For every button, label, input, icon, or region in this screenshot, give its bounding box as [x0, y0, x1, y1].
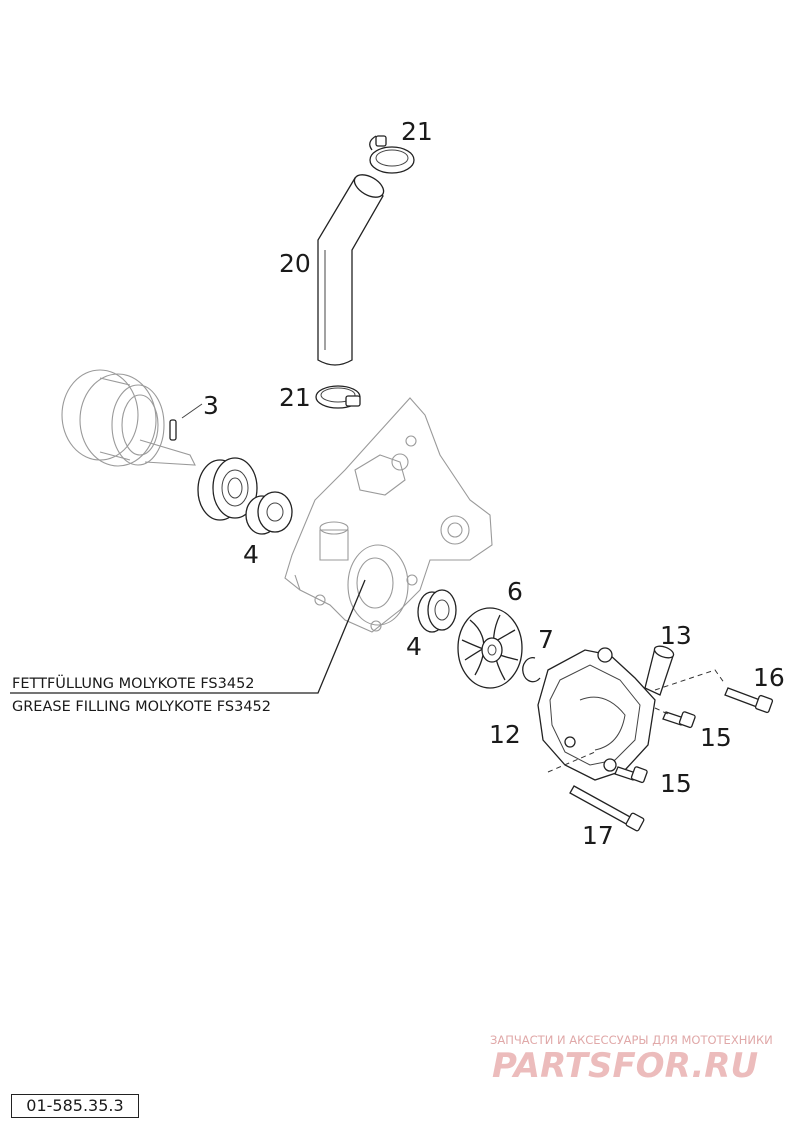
engine-case-outline [284, 397, 493, 633]
callout-20: 20 [279, 249, 311, 278]
watermark-brand: PARTSFOR.RU [492, 1046, 758, 1086]
screw-15-upper [662, 711, 696, 729]
alignment-lines [547, 669, 726, 773]
screw-16 [724, 687, 774, 714]
balancer-gear [61, 369, 196, 467]
callout-4-left: 4 [243, 540, 259, 569]
callout-13: 13 [660, 621, 692, 650]
callout-7: 7 [538, 625, 554, 654]
grease-note-en: GREASE FILLING MOLYKOTE FS3452 [12, 699, 271, 715]
callout-3: 3 [203, 391, 219, 420]
shaft-seal-right [417, 589, 457, 633]
water-pump-cover [537, 645, 675, 781]
shaft-seal-left [245, 491, 293, 535]
drawing-id: 01-585.35.3 [11, 1094, 139, 1118]
hose-clamp-top [369, 135, 415, 174]
watermark-tagline: ЗАПЧАСТИ И АКСЕССУАРЫ ДЛЯ МОТОТЕХНИКИ [490, 1033, 773, 1047]
hose-clamp-bottom [315, 385, 361, 409]
circlip [522, 657, 541, 683]
callout-21-bottom: 21 [279, 383, 311, 412]
callout-4-right: 4 [406, 632, 422, 661]
water-pump-impeller [457, 607, 523, 689]
grease-note-de: FETTFÜLLUNG MOLYKOTE FS3452 [12, 674, 255, 692]
callout-16: 16 [753, 663, 785, 692]
coolant-hose [317, 174, 385, 366]
callout-15-lower: 15 [660, 769, 692, 798]
screw-15-lower [614, 766, 648, 784]
callout-6: 6 [507, 577, 523, 606]
grease-note-leader [10, 579, 366, 694]
ball-bearing-left [197, 457, 258, 521]
callout-15-upper: 15 [700, 723, 732, 752]
callout-17: 17 [582, 821, 614, 850]
dowel-pin [169, 403, 203, 441]
callout-12: 12 [489, 720, 521, 749]
screw-17 [569, 785, 645, 832]
callout-21-top: 21 [401, 117, 433, 146]
